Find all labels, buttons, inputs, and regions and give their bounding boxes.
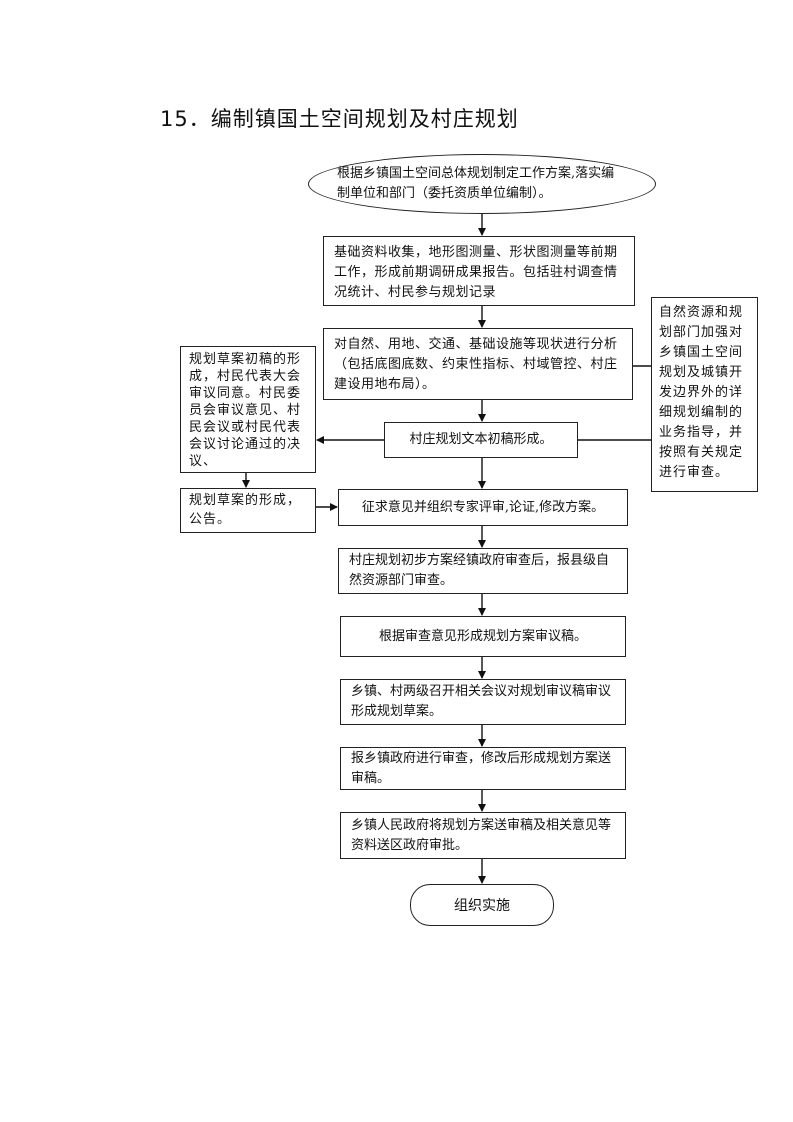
flow-step-3-text: 村庄规划文本初稿形成。 [409,432,553,447]
flow-step-7-text: 乡镇、村两级召开相关会议对规划审议稿审议形成规划草案。 [351,684,612,719]
side-left-box-1: 规划草案初稿的形成，村民代表大会审议同意。村民委员会审议意见、村民会议或村民代表… [180,346,316,473]
flow-step-6-text: 根据审查意见形成规划方案审议稿。 [378,628,587,644]
flow-step-1-text: 基础资料收集，地形图测量、形状图测量等前期工作，形成前期调研成果报告。包括驻村调… [334,245,618,300]
flow-step-1: 基础资料收集，地形图测量、形状图测量等前期工作，形成前期调研成果报告。包括驻村调… [323,236,635,306]
flow-step-5: 村庄规划初步方案经镇政府审查后，报县级自然资源部门审查。 [338,548,628,594]
flow-step-8-text: 报乡镇政府进行审查，修改后形成规划方案送审稿。 [351,751,612,786]
flow-step-3: 村庄规划文本初稿形成。 [384,422,578,458]
flow-end-text: 组织实施 [454,898,510,914]
flow-start-text: 根据乡镇国土空间总体规划制定工作方案,落实编制单位和部门（委托资质单位编制）。 [337,166,615,201]
flow-step-2-text: 对自然、用地、交通、基础设施等现状进行分析（包括底图底数、约束性指标、村域管控、… [334,337,618,392]
flow-step-4: 征求意见并组织专家评审,论证,修改方案。 [338,489,628,526]
flow-step-9: 乡镇人民政府将规划方案送审稿及相关意见等资料送区政府审批。 [340,812,626,859]
flow-end-pill: 组织实施 [410,884,554,926]
side-left-box-2: 规划草案的形成，公告。 [180,488,316,533]
side-left-box-1-text: 规划草案初稿的形成，村民代表大会审议同意。村民委员会审议意见、村民会议或村民代表… [189,352,302,469]
flow-step-7: 乡镇、村两级召开相关会议对规划审议稿审议形成规划草案。 [340,679,626,725]
side-left-box-2-text: 规划草案的形成，公告。 [189,493,302,527]
flow-step-2: 对自然、用地、交通、基础设施等现状进行分析（包括底图底数、约束性指标、村域管控、… [323,328,633,400]
flow-step-5-text: 村庄规划初步方案经镇政府审查后，报县级自然资源部门审查。 [349,553,610,588]
side-right-box-text: 自然资源和规划部门加强对乡镇国土空间规划及城镇开发边界外的详细规划编制的业务指导… [659,305,744,480]
flow-start-oval: 根据乡镇国土空间总体规划制定工作方案,落实编制单位和部门（委托资质单位编制）。 [308,154,656,214]
page-title: 15．编制镇国土空间规划及村庄规划 [160,107,519,131]
flow-step-4-text: 征求意见并组织专家评审,论证,修改方案。 [361,499,605,515]
flow-step-6: 根据审查意见形成规划方案审议稿。 [340,616,626,657]
flow-step-8: 报乡镇政府进行审查，修改后形成规划方案送审稿。 [340,747,626,790]
flow-step-9-text: 乡镇人民政府将规划方案送审稿及相关意见等资料送区政府审批。 [351,818,612,853]
side-right-box: 自然资源和规划部门加强对乡镇国土空间规划及城镇开发边界外的详细规划编制的业务指导… [651,297,758,492]
